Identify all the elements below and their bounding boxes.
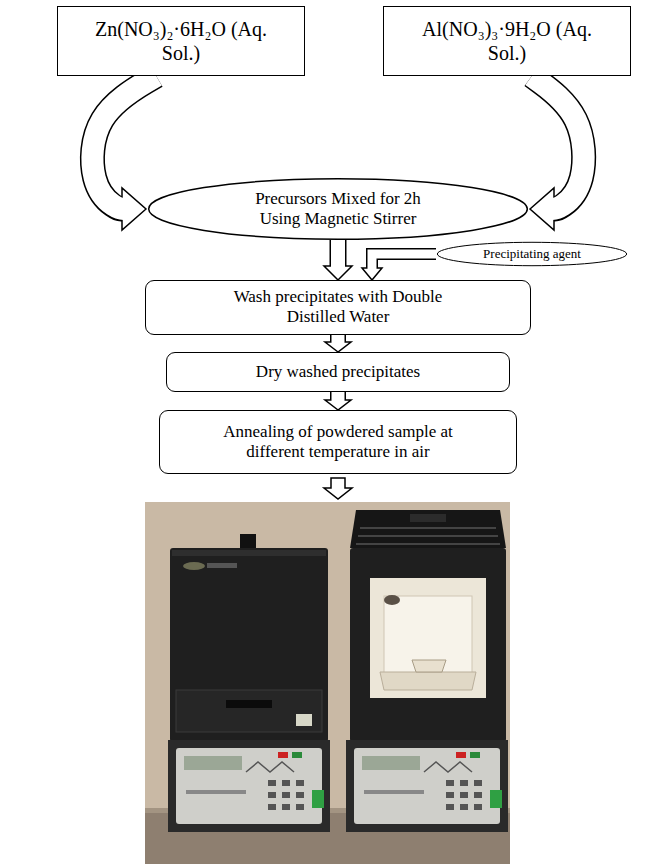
node-text: Precipitating agent (483, 246, 581, 262)
furnace-photo (145, 502, 510, 864)
block-arrow (362, 254, 436, 280)
furnace-controller (292, 752, 302, 758)
furnace-controller (268, 792, 276, 798)
furnace-controller (296, 804, 304, 810)
furnace-controller (446, 792, 454, 798)
node-text: Zn(NO₃)₂·6H₂O (Aq. Sol.) (91, 17, 271, 65)
furnace-controller (312, 790, 324, 808)
closed-furnace (170, 548, 328, 742)
furnace-controller (346, 740, 508, 832)
furnace-photo (145, 502, 510, 864)
arrow-fill (332, 335, 345, 345)
furnace-controller (446, 804, 454, 810)
arrow-outline (532, 76, 584, 209)
furnace-controller (282, 804, 290, 810)
furnace-controller (362, 756, 420, 770)
furnace-controller (460, 780, 468, 786)
ellipse-outline (149, 179, 528, 240)
arrow-fill (331, 240, 345, 269)
open-furnace (380, 672, 476, 690)
arrow-fill (332, 392, 345, 403)
open-furnace (350, 548, 506, 742)
open-furnace (384, 595, 400, 605)
furnace-controller (176, 748, 322, 824)
open-furnace (350, 510, 506, 548)
furnace-controller (184, 756, 242, 770)
closed-furnace (207, 563, 237, 568)
furnace-controller (268, 780, 276, 786)
furnace-controller (474, 792, 482, 798)
furnace-controller (474, 780, 482, 786)
closed-furnace (172, 550, 326, 556)
furnace-controller (456, 752, 466, 758)
arrow-head (122, 188, 146, 230)
block-arrow (325, 392, 351, 410)
furnace-controller (354, 748, 500, 824)
node-text: Annealing of powdered sample at differen… (203, 422, 473, 463)
furnace-controller (296, 792, 304, 798)
closed-furnace (226, 700, 272, 708)
closed-furnace (296, 714, 312, 726)
furnace-controller (282, 780, 290, 786)
node-text: Precursors Mixed for 2h Using Magnetic S… (236, 189, 441, 230)
arrow-fill (92, 76, 156, 209)
process-ellipse: Precursors Mixed for 2h Using Magnetic S… (146, 178, 530, 240)
furnace-controller (364, 790, 424, 794)
furnace-controller (168, 740, 330, 832)
furnace-controller (278, 752, 288, 758)
furnace-controller (268, 804, 276, 810)
closed-furnace (176, 690, 322, 732)
block-arrow (324, 240, 352, 280)
process-box: Dry washed precipitates (166, 352, 510, 392)
block-arrow (92, 76, 156, 230)
closed-furnace (170, 534, 328, 742)
block-arrow (530, 76, 584, 230)
closed-furnace (183, 562, 205, 570)
arrow-fill (532, 76, 584, 209)
node-text: Al(NO₃)₃·9H₂O (Aq. Sol.) (417, 17, 597, 65)
open-furnace (360, 527, 496, 529)
node-text: Wash precipitates with Double Distilled … (213, 287, 463, 328)
furnace-controller (460, 792, 468, 798)
furnace-controller (186, 790, 246, 794)
furnace-controller (346, 740, 508, 832)
open-furnace (412, 660, 446, 672)
block-arrow (324, 478, 352, 499)
furnace-controller (474, 804, 482, 810)
process-box: Wash precipitates with Double Distilled … (145, 280, 531, 335)
open-furnace (370, 578, 486, 698)
furnace-controller (490, 790, 502, 808)
closed-furnace (240, 534, 256, 550)
furnace-controller (460, 804, 468, 810)
input-box: Al(NO₃)₃·9H₂O (Aq. Sol.) (383, 6, 631, 76)
process-box: Annealing of powdered sample at differen… (159, 410, 517, 474)
open-furnace (358, 535, 498, 537)
block-arrow (325, 335, 351, 352)
node-text: Dry washed precipitates (256, 362, 420, 382)
open-furnace (350, 510, 506, 742)
furnace-controller (446, 780, 454, 786)
arrow-fill (372, 254, 436, 271)
furnace-controller (424, 762, 472, 772)
furnace-controller (246, 762, 294, 772)
furnace-controller (296, 780, 304, 786)
agent-ellipse: Precipitating agent (436, 242, 628, 266)
ellipse-outline (437, 242, 626, 265)
furnace-controller (168, 740, 330, 832)
furnace-controller (282, 792, 290, 798)
arrow-head (530, 188, 554, 230)
furnace-controller (470, 752, 480, 758)
open-furnace (356, 543, 500, 545)
input-box: Zn(NO₃)₂·6H₂O (Aq. Sol.) (57, 6, 305, 76)
open-furnace (410, 514, 446, 522)
